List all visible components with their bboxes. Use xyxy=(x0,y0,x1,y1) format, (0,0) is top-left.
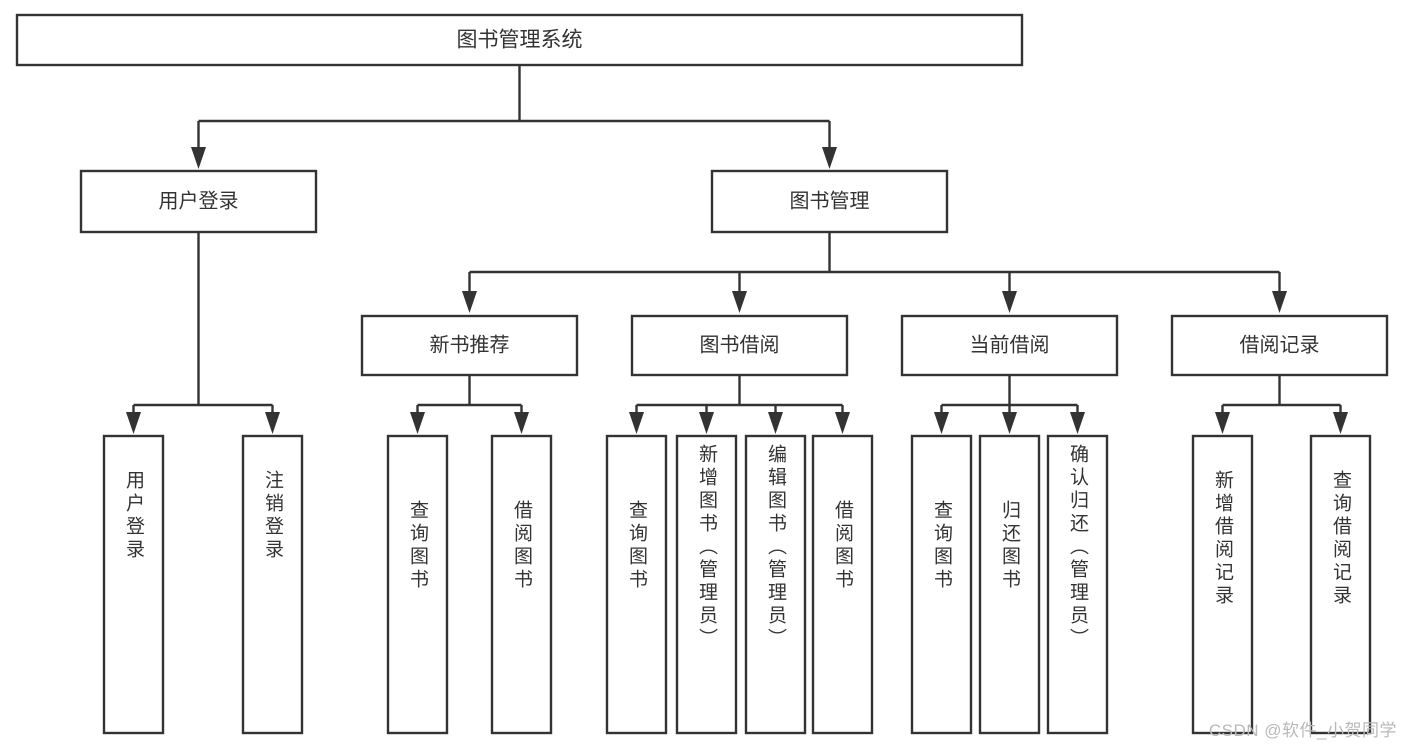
node-book-manage[interactable]: 图书管理 xyxy=(710,169,949,234)
connector-group-new-book xyxy=(410,375,529,434)
arrow-head-icon xyxy=(1215,412,1230,434)
node-new-book-recommend-box[interactable] xyxy=(360,314,579,377)
csdn-watermark: CSDN @软件_小贺同学 xyxy=(1208,721,1397,740)
leaf-box[interactable] xyxy=(978,434,1041,735)
node-current-borrow[interactable]: 当前借阅 xyxy=(900,314,1119,377)
leaf-box[interactable] xyxy=(386,434,449,735)
arrow-head-icon xyxy=(126,412,141,434)
node-book-borrow[interactable]: 图书借阅 xyxy=(630,314,849,377)
node-root[interactable]: 图书管理系统 xyxy=(15,13,1024,67)
node-user-login-label: 用户登录 xyxy=(159,189,239,212)
leaf-node-record-add[interactable] xyxy=(1191,434,1254,735)
arrow-head-icon xyxy=(410,412,425,434)
node-book-manage-label: 图书管理 xyxy=(790,189,870,212)
node-current-borrow-box[interactable] xyxy=(900,314,1119,377)
leaf-node-user-login-login[interactable] xyxy=(102,434,165,735)
leaf-box[interactable] xyxy=(605,434,668,735)
arrow-head-icon xyxy=(835,412,850,434)
leaf-node-user-login-logout[interactable] xyxy=(241,434,304,735)
arrow-head-icon xyxy=(699,412,714,434)
arrow-head-icon xyxy=(191,147,206,169)
node-user-login-box[interactable] xyxy=(79,169,318,234)
node-borrow-record-box[interactable] xyxy=(1170,314,1389,377)
node-book-manage-box[interactable] xyxy=(710,169,949,234)
node-user-login[interactable]: 用户登录 xyxy=(79,169,318,234)
node-root-box[interactable] xyxy=(15,13,1024,67)
leaf-node-borrow-query[interactable] xyxy=(605,434,668,735)
node-borrow-record[interactable]: 借阅记录 xyxy=(1170,314,1389,377)
connector-group-book-manage xyxy=(462,232,1287,313)
leaf-node-borrow-add[interactable] xyxy=(675,434,738,735)
leaf-box[interactable] xyxy=(1046,434,1109,735)
connector-group-user-login xyxy=(126,232,280,434)
leaf-node-current-confirm[interactable] xyxy=(1046,434,1109,735)
connector-group-book-borrow xyxy=(629,375,850,434)
connector-group-root xyxy=(191,65,837,169)
node-root-label: 图书管理系统 xyxy=(457,29,583,52)
arrow-head-icon xyxy=(1002,291,1017,313)
arrow-head-icon xyxy=(1002,412,1017,434)
connector-group-borrow-record xyxy=(1215,375,1348,434)
arrow-head-icon xyxy=(462,291,477,313)
leaf-box[interactable] xyxy=(1191,434,1254,735)
node-new-book-recommend[interactable]: 新书推荐 xyxy=(360,314,579,377)
node-borrow-record-label: 借阅记录 xyxy=(1240,333,1320,356)
node-book-borrow-label: 图书借阅 xyxy=(700,333,780,356)
arrow-head-icon xyxy=(822,147,837,169)
leaf-node-borrow-lend[interactable] xyxy=(811,434,874,735)
leaf-box[interactable] xyxy=(1309,434,1372,735)
leaf-box[interactable] xyxy=(102,434,165,735)
node-book-borrow-box[interactable] xyxy=(630,314,849,377)
node-current-borrow-label: 当前借阅 xyxy=(970,333,1050,356)
leaf-node-borrow-edit[interactable] xyxy=(744,434,807,735)
arrow-head-icon xyxy=(265,412,280,434)
leaf-node-new-book-query[interactable] xyxy=(386,434,449,735)
arrow-head-icon xyxy=(514,412,529,434)
arrow-head-icon xyxy=(1333,412,1348,434)
leaf-box[interactable] xyxy=(675,434,738,735)
leaf-node-new-book-borrow[interactable] xyxy=(490,434,553,735)
leaf-box[interactable] xyxy=(744,434,807,735)
leaf-node-record-query[interactable] xyxy=(1309,434,1372,735)
arrow-head-icon xyxy=(934,412,949,434)
arrow-head-icon xyxy=(732,291,747,313)
leaf-box[interactable] xyxy=(490,434,553,735)
leaf-box[interactable] xyxy=(241,434,304,735)
arrow-head-icon xyxy=(629,412,644,434)
arrow-head-icon xyxy=(1070,412,1085,434)
arrow-head-icon xyxy=(1272,291,1287,313)
leaf-node-current-query[interactable] xyxy=(910,434,973,735)
leaf-box[interactable] xyxy=(811,434,874,735)
leaf-node-current-return[interactable] xyxy=(978,434,1041,735)
leaf-box[interactable] xyxy=(910,434,973,735)
connector-group-current-borrow xyxy=(934,375,1085,434)
node-new-book-recommend-label: 新书推荐 xyxy=(430,333,510,356)
arrow-head-icon xyxy=(768,412,783,434)
